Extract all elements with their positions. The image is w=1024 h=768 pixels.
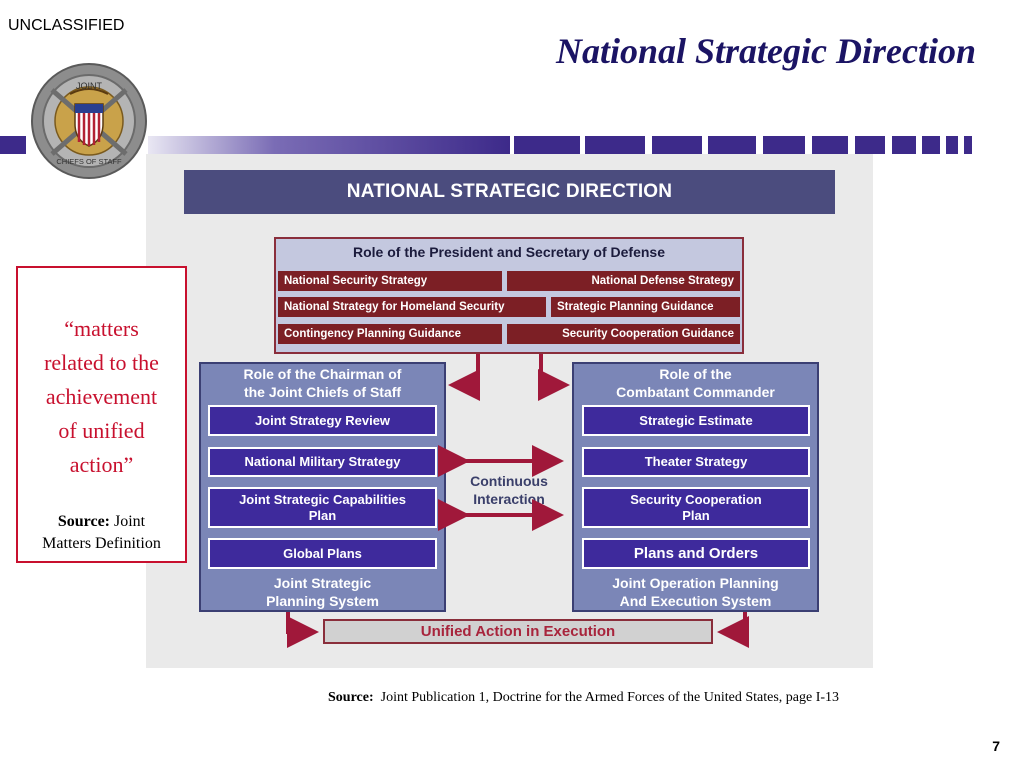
arrow-to-combatant [538, 354, 570, 401]
chairman-title: Role of the Chairman of the Joint Chiefs… [243, 366, 402, 400]
page-number: 7 [992, 738, 1000, 754]
global-plans-box: Global Plans [208, 538, 437, 569]
chairman-footer: Joint Strategic Planning System [266, 575, 379, 609]
joint-chiefs-of-staff-seal-icon: JOINT CHIEFS OF STAFF [31, 63, 147, 179]
president-secdef-title: Role of the President and Secretary of D… [353, 244, 665, 260]
diagram-title: NATIONAL STRATEGIC DIRECTION [184, 170, 835, 214]
security-cooperation-guidance-box: Security Cooperation Guidance [507, 324, 740, 344]
strategic-estimate-box: Strategic Estimate [582, 405, 810, 436]
theater-strategy-box: Theater Strategy [582, 447, 810, 477]
national-military-strategy-box: National Military Strategy [208, 447, 437, 477]
quote-source: Source: Joint Matters Definition [42, 513, 161, 552]
contingency-planning-guidance-box: Contingency Planning Guidance [278, 324, 502, 344]
national-defense-strategy-box: National Defense Strategy [507, 271, 740, 291]
joint-strategy-review-box: Joint Strategy Review [208, 405, 437, 436]
quote-box [16, 266, 187, 563]
unified-action-box: Unified Action in Execution [323, 619, 713, 644]
arrow-chairman-to-unified [286, 612, 319, 648]
quote-text: “matters related to the achievement of u… [44, 316, 159, 477]
strategic-planning-guidance-box: Strategic Planning Guidance [551, 297, 740, 317]
arrow-to-chairman [448, 354, 480, 401]
combatant-commander-footer: Joint Operation Planning And Execution S… [612, 575, 779, 609]
national-security-strategy-box: National Security Strategy [278, 271, 502, 291]
plans-and-orders-box: Plans and Orders [582, 538, 810, 569]
combatant-commander-title: Role of the Combatant Commander [616, 366, 775, 400]
svg-text:CHIEFS OF STAFF: CHIEFS OF STAFF [56, 157, 122, 166]
svg-text:JOINT: JOINT [76, 81, 103, 91]
homeland-security-strategy-box: National Strategy for Homeland Security [278, 297, 546, 317]
classification-label: UNCLASSIFIED [8, 17, 125, 34]
footer-source: Source: Joint Publication 1, Doctrine fo… [328, 690, 840, 705]
slide-title: National Strategic Direction [555, 31, 976, 71]
arrow-combatant-to-unified [717, 612, 749, 648]
